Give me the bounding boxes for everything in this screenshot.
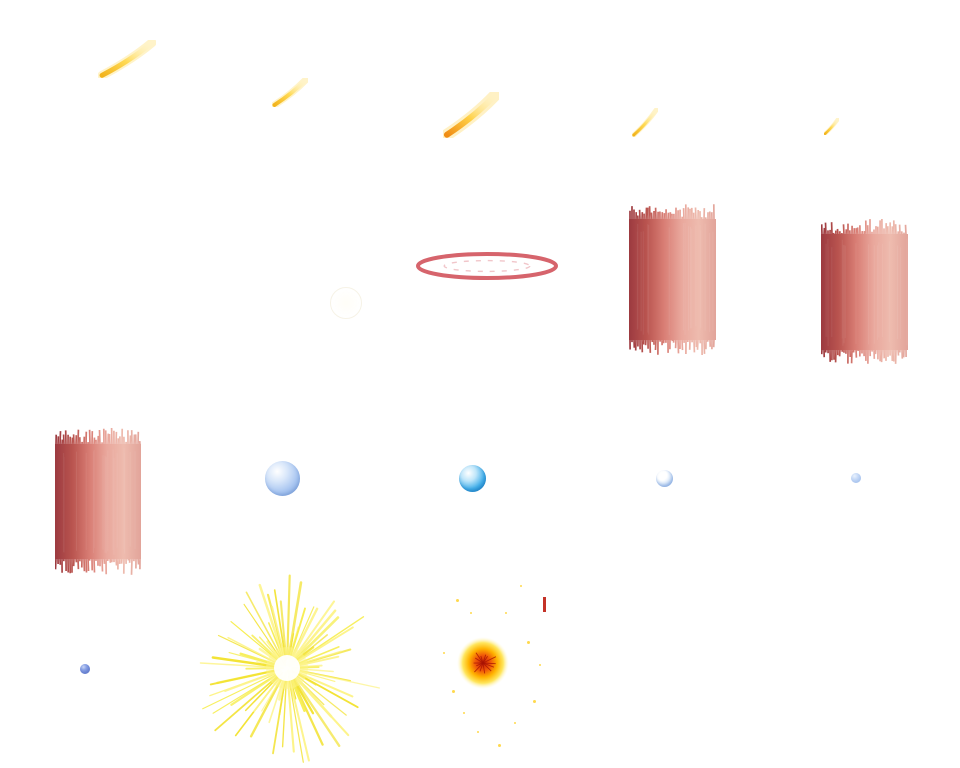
bubble-small (655, 469, 673, 487)
sparkle-dot (539, 664, 541, 666)
sparkle-dot (498, 744, 501, 747)
sparkle-dot (505, 612, 507, 614)
spark-streak-tiny (824, 118, 839, 135)
spark-streak-large-1 (98, 40, 156, 78)
red-cylinder-3 (55, 427, 141, 575)
sparkle-dot (443, 652, 445, 654)
red-cylinder-2 (821, 218, 908, 364)
sparkle-dot (470, 612, 472, 614)
sparkle-dot (463, 712, 465, 714)
sparkle-dot (452, 690, 455, 693)
red-dash (543, 597, 546, 612)
spark-streak-large-2 (443, 92, 499, 138)
red-cylinder-1 (629, 204, 716, 356)
sparkle-dot (533, 700, 536, 703)
spark-streak-medium (272, 78, 308, 107)
spark-streak-small (632, 108, 658, 137)
red-ellipse-ring (416, 252, 558, 280)
bubble-dot (80, 664, 90, 674)
bubble-medium (458, 464, 486, 492)
bubble-tiny (851, 473, 861, 483)
sparkle-dot (514, 722, 516, 724)
yellow-starburst (199, 574, 381, 763)
sparkle-dot (520, 585, 522, 587)
sparkle-dot (456, 599, 459, 602)
sparkle-dot (527, 641, 530, 644)
sparkle-dot (477, 731, 479, 733)
faint-glow-circle (330, 287, 362, 319)
sun-glow-ball (457, 637, 509, 689)
bubble-large (264, 460, 300, 496)
